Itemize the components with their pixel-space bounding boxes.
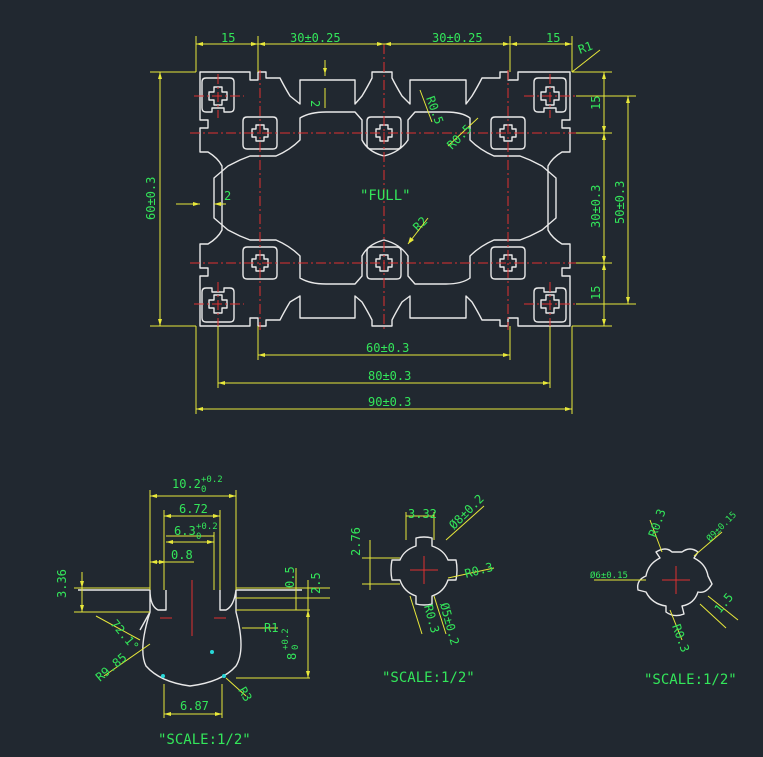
dim-angle: 72.1° bbox=[108, 617, 142, 654]
main-profile-view: 15 30±0.25 30±0.25 15 R1 2 R0.5 R0.5 R2 … bbox=[144, 31, 636, 414]
top-dimensions bbox=[195, 36, 601, 147]
dim-15-right-top: 15 bbox=[589, 96, 603, 110]
dim-r0-3-bottom: R0.3 bbox=[669, 622, 692, 654]
dim-r3: R3 bbox=[235, 685, 254, 705]
dim-phi9: Ø9±0.15 bbox=[704, 510, 739, 545]
profile-outline bbox=[199, 71, 571, 327]
dim-10-2-tol-top: +0.2 bbox=[201, 475, 223, 485]
slot-scale-label: "SCALE:1/2" bbox=[158, 732, 251, 748]
dim-6-3: 6.3 bbox=[174, 524, 196, 538]
dim-6-72: 6.72 bbox=[179, 502, 208, 516]
dim-3-32: 3.32 bbox=[408, 507, 437, 521]
dim-0-8: 0.8 bbox=[171, 548, 193, 562]
dim-r0-3-top: R0.3 bbox=[646, 507, 669, 539]
bottom-dimensions bbox=[195, 326, 573, 414]
dim-50-right: 50±0.3 bbox=[613, 181, 627, 224]
dim-15-top-right: 15 bbox=[546, 31, 560, 45]
dim-r1-slot: R1 bbox=[264, 621, 278, 635]
dim-2-5: 2.5 bbox=[309, 572, 323, 594]
core-2-dimensions bbox=[594, 519, 739, 641]
dim-10-2-tol-bottom: 0 bbox=[201, 485, 206, 495]
dim-15-right-bottom: 15 bbox=[589, 286, 603, 300]
core-detail-2-view: R0.3 Ø9±0.15 Ø6±0.15 R0.3 1.5 "SCALE:1/2… bbox=[590, 507, 739, 688]
dim-r0-3-a: R0.3 bbox=[463, 560, 495, 581]
slot-outline bbox=[78, 589, 302, 687]
dim-30-top-a: 30±0.25 bbox=[290, 31, 341, 45]
slot-dimensions bbox=[74, 490, 330, 718]
dim-r2: R2 bbox=[410, 214, 430, 234]
dim-60-height: 60±0.3 bbox=[144, 177, 158, 220]
core-1-dimensions bbox=[362, 505, 495, 635]
dim-1-5: 1.5 bbox=[712, 590, 737, 616]
core-1-outline bbox=[390, 536, 458, 606]
dim-2-76: 2.76 bbox=[349, 527, 363, 556]
dim-0-5: 0.5 bbox=[283, 566, 297, 588]
core-detail-1-view: 3.32 Ø8±0.2 2.76 R0.3 R0.3 Ø5±0.2 "SCALE… bbox=[349, 492, 495, 686]
dim-6-3-tol-bottom: 0 bbox=[196, 532, 201, 542]
dim-60-width: 60±0.3 bbox=[366, 341, 409, 355]
dim-r9-85: R9.85 bbox=[93, 650, 130, 684]
dim-r1: R1 bbox=[576, 39, 594, 57]
dim-r05-a: R0.5 bbox=[423, 94, 446, 126]
dim-2-left: 2 bbox=[224, 189, 231, 203]
dim-80-width: 80±0.3 bbox=[368, 369, 411, 383]
dim-6-3-tol-top: +0.2 bbox=[196, 522, 218, 532]
center-lines bbox=[190, 44, 580, 330]
dim-8-tol-bottom: 0 bbox=[291, 645, 301, 650]
left-dimensions bbox=[150, 71, 226, 327]
core-1-scale-label: "SCALE:1/2" bbox=[382, 670, 475, 686]
view-label-full: "FULL" bbox=[360, 188, 411, 204]
dim-phi6: Ø6±0.15 bbox=[590, 570, 628, 581]
dim-6-87: 6.87 bbox=[180, 699, 209, 713]
dim-8: 8 bbox=[285, 653, 299, 660]
dim-2-top: 2 bbox=[308, 100, 322, 107]
dim-8-tol-top: +0.2 bbox=[281, 628, 291, 650]
right-dimensions bbox=[572, 71, 636, 327]
dim-15-top-left: 15 bbox=[221, 31, 235, 45]
dim-phi8: Ø8±0.2 bbox=[446, 492, 487, 533]
dim-90-width: 90±0.3 bbox=[368, 395, 411, 409]
core-2-outline bbox=[636, 548, 713, 617]
inner-cavity bbox=[213, 111, 557, 285]
dim-30-right: 30±0.3 bbox=[589, 185, 603, 228]
dim-30-top-b: 30±0.25 bbox=[432, 31, 483, 45]
slot-detail-view: 10.2 +0.2 0 6.72 6.3 +0.2 0 0.8 3.36 0.5… bbox=[55, 475, 330, 748]
core-2-scale-label: "SCALE:1/2" bbox=[644, 672, 737, 688]
dim-10-2: 10.2 bbox=[172, 477, 201, 491]
dim-3-36: 3.36 bbox=[55, 569, 69, 598]
